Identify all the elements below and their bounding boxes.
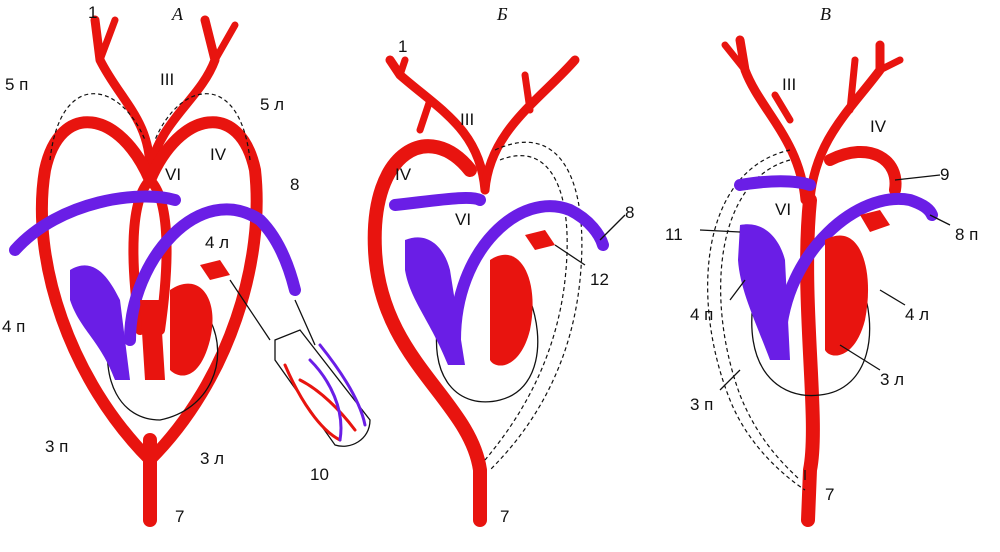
panel-title-a: А [171, 4, 184, 24]
label-4l-a: 4 л [205, 233, 229, 252]
label-3l-a: 3 л [200, 449, 224, 468]
right-atrium-b [405, 237, 465, 365]
label-7-b: 7 [500, 507, 509, 526]
pericardium-b [435, 299, 539, 403]
label-iii-a: III [160, 70, 174, 89]
pulmonary-artery-right-c [774, 192, 938, 346]
panel-title-b: Б [496, 4, 508, 24]
left-heart-a [140, 283, 213, 380]
label-4p-a: 4 п [2, 317, 25, 336]
leader-8-b [599, 214, 626, 241]
left-heart-c [825, 235, 869, 356]
label-8-b: 8 [625, 203, 634, 222]
label-iv-a: IV [210, 145, 227, 164]
pulmonary-artery-left-c [734, 175, 816, 191]
panel-b: Б 1 III IV VI 8 12 7 [367, 4, 634, 527]
pericardium-c [751, 279, 871, 397]
carotid-right-c [805, 40, 885, 205]
arch-5-left-a [35, 116, 156, 466]
label-7-c: 7 [825, 485, 834, 504]
carotid-right-a [145, 15, 220, 175]
label-5l-a: 5 л [260, 95, 284, 114]
label-7-a: 7 [175, 507, 184, 526]
right-atrium-c [738, 224, 790, 360]
pulmonary-artery-left-b [389, 191, 486, 211]
duct-dashed-a [49, 93, 146, 161]
carotid-branch-a2 [211, 21, 239, 64]
duct-dashed-b [489, 141, 583, 471]
label-9-c: 9 [940, 165, 949, 184]
label-iv-c: IV [870, 117, 887, 136]
carotid-left-a [90, 15, 155, 175]
left-atrium-a [200, 260, 230, 280]
carotid-branch-a [96, 16, 119, 64]
panel-c: В III IV 9 VI 8 п 11 4 п 4 л 3 л 3 п 7 [665, 4, 978, 527]
panel-title-c: В [820, 4, 831, 24]
label-1-b: 1 [398, 37, 407, 56]
pulmonary-artery-right-a [124, 203, 301, 346]
carotid-right-b [480, 55, 580, 195]
label-5p-a: 5 п [5, 75, 28, 94]
lung-diagram-10 [229, 279, 371, 447]
label-8-a: 8 [290, 175, 299, 194]
label-12-b: 12 [590, 270, 609, 289]
carotid-left-b [385, 55, 490, 195]
label-vi-a: VI [165, 165, 181, 184]
label-4l-c: 4 л [905, 305, 929, 324]
label-3p-a: 3 п [45, 437, 68, 456]
label-4p-c: 4 п [690, 305, 713, 324]
left-heart-b [490, 254, 533, 366]
pulmonary-artery-left-a [9, 190, 181, 256]
pulmonary-artery-right-b [449, 200, 609, 346]
right-atrium-a [70, 265, 130, 380]
label-iv-b: IV [395, 165, 412, 184]
leader-lines-c [699, 174, 951, 480]
carotid-branch-b [396, 56, 434, 134]
label-iii-b: III [460, 110, 474, 129]
systemic-arch-b [367, 139, 487, 527]
carotid-branch-c [721, 41, 794, 124]
arch-5-right-a [144, 116, 263, 466]
label-3l-c: 3 л [880, 370, 904, 389]
dorsal-aorta-c [800, 193, 820, 527]
carotid-branch-b2 [521, 71, 534, 114]
label-3p-c: 3 п [690, 395, 713, 414]
panel-a: А 1 III 5 п 5 л IV VI 8 4 л 4 п 3 п 3 л … [2, 3, 371, 527]
label-vi-c: VI [775, 200, 791, 219]
duct-dashed-a2 [154, 93, 251, 161]
leader-12-b [554, 244, 586, 266]
arch-4-c [824, 145, 902, 196]
label-10-a: 10 [310, 465, 329, 484]
pericardium-a [106, 319, 219, 421]
label-8p-c: 8 п [955, 225, 978, 244]
label-iii-c: III [782, 75, 796, 94]
label-1-a: 1 [88, 3, 97, 22]
carotid-branch-c2 [846, 56, 904, 114]
left-atrium-b [525, 230, 555, 250]
left-atrium-c [860, 210, 890, 232]
label-vi-b: VI [455, 210, 471, 229]
label-11-c: 11 [665, 225, 683, 244]
